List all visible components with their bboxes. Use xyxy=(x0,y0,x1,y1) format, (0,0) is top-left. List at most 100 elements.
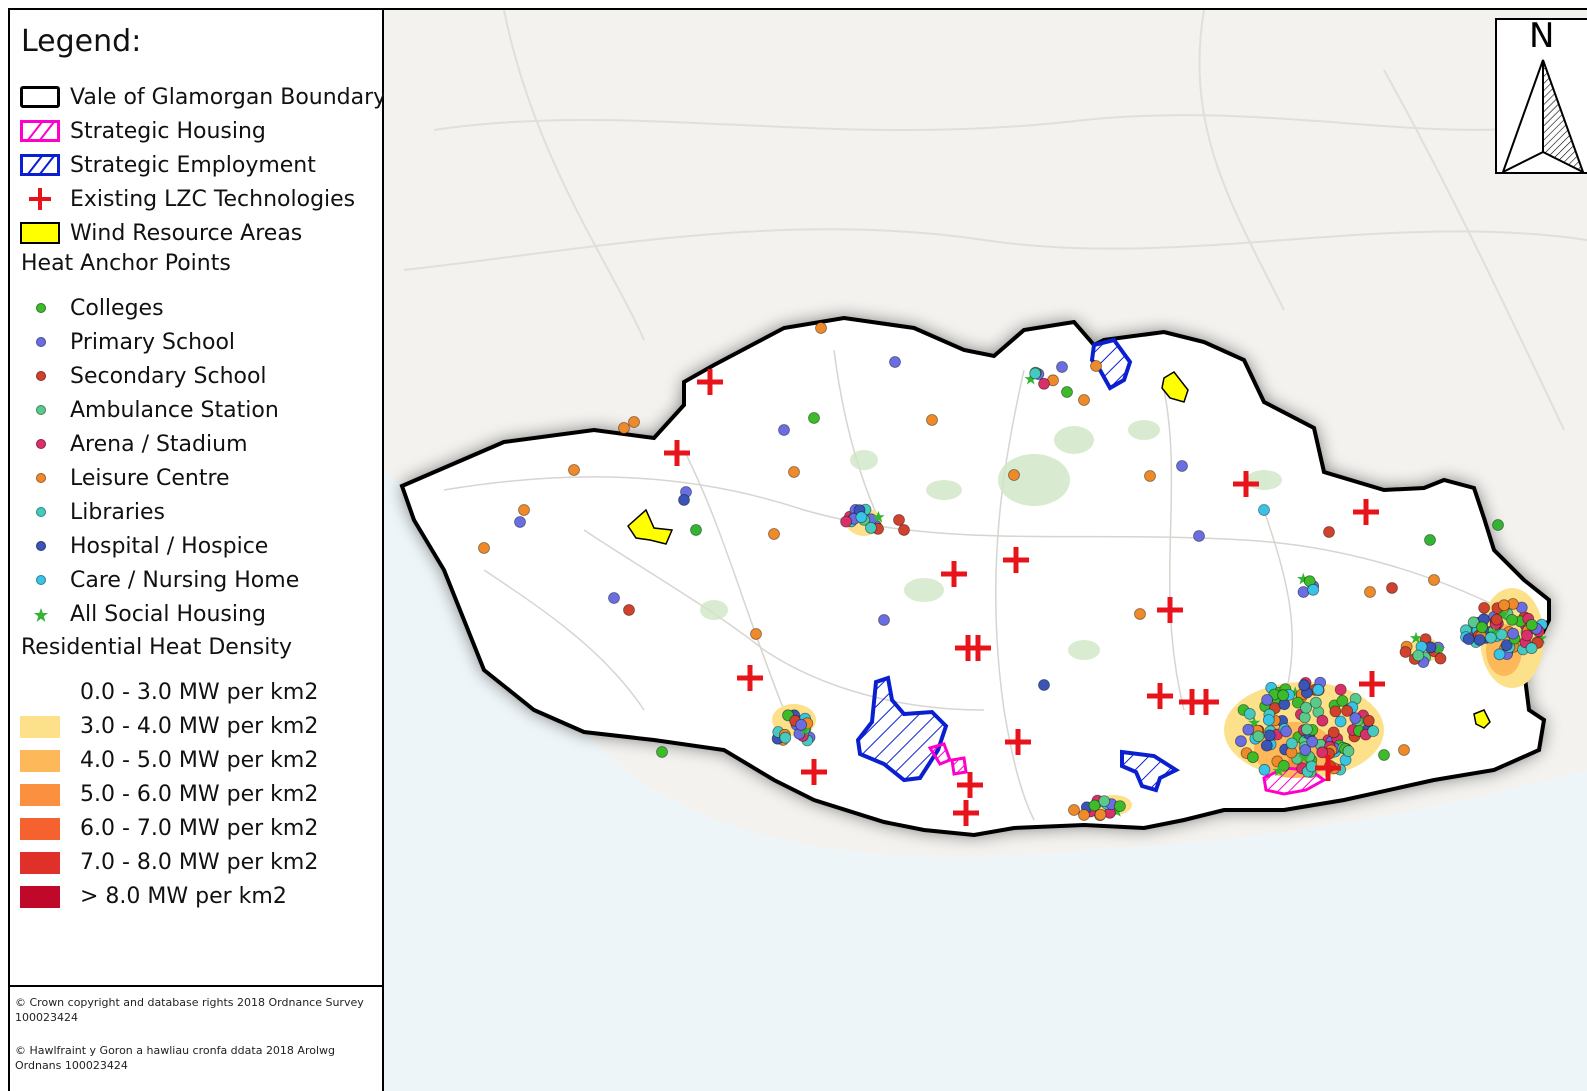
heat-anchor-marker[interactable] xyxy=(750,628,762,640)
social-housing-marker[interactable] xyxy=(1297,572,1310,585)
heat-anchor-marker[interactable] xyxy=(1316,746,1329,759)
heat-anchor-marker[interactable] xyxy=(1490,613,1503,626)
social-housing-marker[interactable] xyxy=(1272,764,1285,777)
heat-anchor-marker[interactable] xyxy=(1247,751,1259,764)
heat-anchor-marker[interactable] xyxy=(1262,714,1275,726)
lzc-cross[interactable] xyxy=(801,759,827,785)
social-housing-marker[interactable] xyxy=(1487,626,1500,639)
heat-anchor-marker[interactable] xyxy=(1297,586,1310,598)
heat-anchor-marker[interactable] xyxy=(1078,809,1090,821)
heat-anchor-marker[interactable] xyxy=(1434,652,1447,665)
social-housing-marker[interactable] xyxy=(1409,631,1423,644)
heat-anchor-marker[interactable] xyxy=(514,516,526,528)
heat-anchor-marker[interactable] xyxy=(1298,711,1311,724)
heat-anchor-marker[interactable] xyxy=(1398,744,1410,756)
lzc-cross[interactable] xyxy=(1147,683,1173,709)
lzc-cross[interactable] xyxy=(664,440,690,466)
heat-anchor-marker[interactable] xyxy=(1134,608,1146,620)
heat-anchor-marker[interactable] xyxy=(1424,534,1436,546)
heat-anchor-marker[interactable] xyxy=(1258,763,1271,776)
lzc-cross[interactable] xyxy=(957,772,983,798)
social-housing-marker[interactable] xyxy=(1496,607,1509,619)
heat-anchor-marker[interactable] xyxy=(1525,619,1538,631)
heat-anchor-marker[interactable] xyxy=(1098,795,1111,807)
heat-anchor-marker[interactable] xyxy=(618,422,630,434)
heat-anchor-marker[interactable] xyxy=(1301,723,1313,736)
heat-anchor-marker[interactable] xyxy=(1412,649,1425,662)
heat-anchor-marker[interactable] xyxy=(1467,616,1480,629)
lzc-cross[interactable] xyxy=(1003,547,1029,573)
heat-anchor-marker[interactable] xyxy=(1521,629,1533,642)
heat-anchor-marker[interactable] xyxy=(1088,799,1101,812)
heat-anchor-marker[interactable] xyxy=(678,494,690,506)
heat-anchor-marker[interactable] xyxy=(864,522,877,534)
heat-anchor-marker[interactable] xyxy=(1476,621,1488,634)
heat-anchor-marker[interactable] xyxy=(1312,683,1325,696)
social-housing-marker[interactable] xyxy=(872,510,885,523)
heat-anchor-marker[interactable] xyxy=(1485,631,1497,644)
heat-anchor-marker[interactable] xyxy=(795,719,808,731)
heat-anchor-marker[interactable] xyxy=(1323,526,1335,538)
heat-anchor-marker[interactable] xyxy=(926,414,938,426)
heat-anchor-marker[interactable] xyxy=(1334,683,1347,696)
heat-anchor-marker[interactable] xyxy=(1260,739,1273,752)
heat-anchor-marker[interactable] xyxy=(855,511,868,524)
heat-anchor-marker[interactable] xyxy=(1243,708,1256,720)
strategic-employment-areas[interactable] xyxy=(855,337,1181,793)
heat-anchor-marker[interactable] xyxy=(1506,614,1518,626)
heat-anchor-marker[interactable] xyxy=(1307,583,1320,596)
lzc-cross[interactable] xyxy=(1193,689,1219,715)
heat-anchor-marker[interactable] xyxy=(1507,627,1519,640)
heat-anchor-marker[interactable] xyxy=(779,731,792,744)
heat-anchor-marker[interactable] xyxy=(815,322,827,334)
lzc-cross[interactable] xyxy=(1005,729,1031,755)
heat-anchor-marker[interactable] xyxy=(1495,628,1508,641)
lzc-cross[interactable] xyxy=(953,800,979,826)
heat-anchor-marker[interactable] xyxy=(1386,582,1398,594)
heat-anchor-marker[interactable] xyxy=(1235,735,1247,748)
heat-anchor-marker[interactable] xyxy=(628,416,640,428)
heat-anchor-marker[interactable] xyxy=(889,356,901,368)
heat-anchor-marker[interactable] xyxy=(1492,519,1504,531)
heat-anchor-marker[interactable] xyxy=(1473,634,1486,646)
heat-anchor-marker[interactable] xyxy=(1061,386,1073,398)
heat-anchor-marker[interactable] xyxy=(1008,469,1020,481)
heat-anchor-marker[interactable] xyxy=(1291,696,1304,709)
heat-anchor-marker[interactable] xyxy=(840,515,853,528)
heat-anchor-marker[interactable] xyxy=(1349,712,1362,724)
wind-resource-areas[interactable] xyxy=(627,371,1491,729)
heat-anchor-marker[interactable] xyxy=(1261,694,1273,706)
social-housing-marker[interactable] xyxy=(1297,750,1311,763)
heat-anchor-marker[interactable] xyxy=(656,746,668,758)
heat-anchor-marker[interactable] xyxy=(1094,808,1107,821)
heat-anchor-marker[interactable] xyxy=(1316,714,1329,727)
heat-anchor-marker[interactable] xyxy=(1299,744,1312,756)
heat-anchor-marker[interactable] xyxy=(1280,725,1292,738)
heat-anchor-marker[interactable] xyxy=(1090,360,1102,372)
lzc-cross[interactable] xyxy=(1233,471,1259,497)
heat-anchor-marker[interactable] xyxy=(1144,470,1156,482)
heat-anchor-marker[interactable] xyxy=(608,592,620,604)
heat-anchor-marker[interactable] xyxy=(1252,730,1265,743)
heat-anchor-marker[interactable] xyxy=(1078,394,1090,406)
heat-anchor-marker[interactable] xyxy=(1286,737,1298,750)
lzc-cross[interactable] xyxy=(737,665,763,691)
heat-anchor-marker[interactable] xyxy=(1342,745,1355,757)
heat-anchor-marker[interactable] xyxy=(1068,804,1080,816)
lzc-cross[interactable] xyxy=(941,561,967,587)
heat-anchor-marker[interactable] xyxy=(690,524,702,536)
heat-anchor-marker[interactable] xyxy=(1362,714,1375,727)
heat-anchor-marker[interactable] xyxy=(1038,679,1050,691)
heat-anchor-marker[interactable] xyxy=(778,424,790,436)
heat-anchor-marker[interactable] xyxy=(1277,689,1289,702)
lzc-cross[interactable] xyxy=(965,635,991,661)
heat-anchor-marker[interactable] xyxy=(1277,759,1290,772)
heat-anchor-marker[interactable] xyxy=(1329,705,1342,718)
heat-anchor-marker[interactable] xyxy=(1258,504,1270,516)
heat-anchor-marker[interactable] xyxy=(893,514,905,526)
heat-anchor-marker[interactable] xyxy=(1462,633,1475,645)
lzc-cross[interactable] xyxy=(1157,597,1183,623)
heat-anchor-marker[interactable] xyxy=(1399,646,1412,658)
heat-anchor-marker[interactable] xyxy=(1263,729,1276,742)
social-housing-marker[interactable] xyxy=(798,723,811,736)
